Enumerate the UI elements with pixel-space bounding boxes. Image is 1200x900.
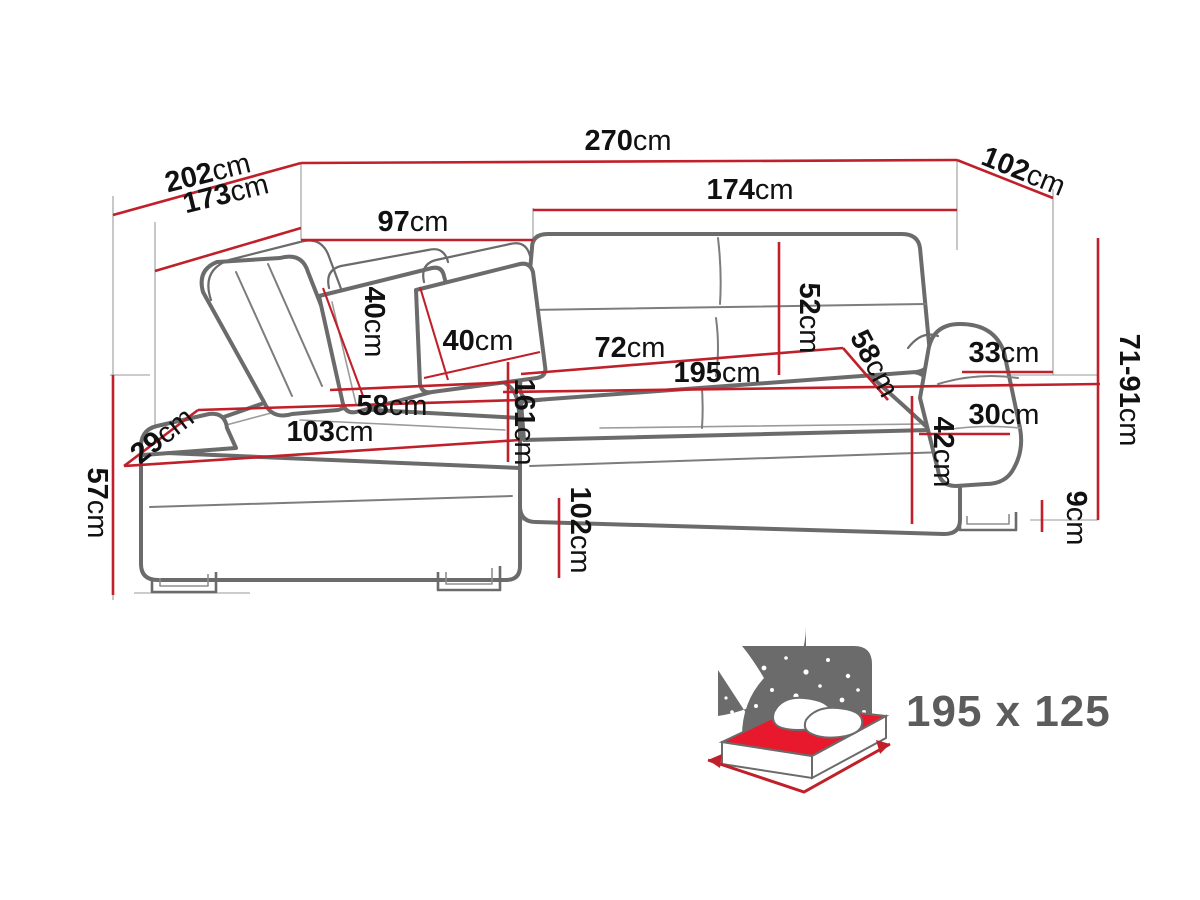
chaise-arm xyxy=(138,411,238,457)
dimension-value: 57 xyxy=(81,468,113,500)
dimension-unit: cm xyxy=(564,535,596,574)
dimension-unit: cm xyxy=(1001,399,1040,431)
dimension-unit: cm xyxy=(335,416,374,448)
dimension-label-armrest-width-right: 33cm xyxy=(969,337,1040,369)
dimension-label-armrest-height-right: 30cm xyxy=(969,399,1040,431)
dimension-unit: cm xyxy=(1113,408,1145,447)
dimension-label-cushion-a: 40cm xyxy=(358,287,390,358)
dimension-unit: cm xyxy=(722,357,761,389)
dimension-value: 270 xyxy=(584,125,632,157)
dimension-unit: cm xyxy=(1060,507,1092,546)
dimension-value: 72 xyxy=(595,332,627,364)
dimension-label-seat-height-right: 42cm xyxy=(927,417,959,488)
dimension-unit: cm xyxy=(793,315,825,354)
dimension-unit: cm xyxy=(475,325,514,357)
dimension-value: 58 xyxy=(357,390,389,422)
dimension-value: 40 xyxy=(358,287,390,319)
sofa-legs-left xyxy=(150,566,502,594)
dimension-lines xyxy=(111,158,1101,595)
dimension-label-chaise-seat-width: 103cm xyxy=(286,416,373,448)
dimension-value: 33 xyxy=(969,337,1001,369)
dimension-unit: cm xyxy=(633,125,672,157)
sofa-legs-right xyxy=(958,512,1018,532)
right-side-cushion xyxy=(906,333,940,350)
bed-dim-arrow-width xyxy=(707,742,891,794)
dimension-value: 195 xyxy=(673,357,721,389)
pillow-front xyxy=(803,706,864,739)
dimension-value: 161 xyxy=(508,378,540,426)
dimension-unit: cm xyxy=(927,449,959,488)
dimension-label-seat-depth-right: 72cm xyxy=(595,332,666,364)
dimension-unit: cm xyxy=(410,206,449,238)
dimension-label-height-total-right: 71-91cm xyxy=(1113,334,1145,447)
bed-size-label: 195 x 125 xyxy=(906,687,1111,736)
dimension-value: 97 xyxy=(378,206,410,238)
dimension-label-leg-height-right: 9cm xyxy=(1060,491,1092,546)
chaise-backrest xyxy=(207,239,354,320)
dimension-value: 71-91 xyxy=(1113,334,1145,408)
dimension-value: 102 xyxy=(564,486,596,534)
dimension-label-chaise-seat-depth: 58cm xyxy=(357,390,428,422)
dimension-label-chaise-width-top: 97cm xyxy=(378,206,449,238)
dimension-unit: cm xyxy=(1001,337,1040,369)
dimension-value: 103 xyxy=(286,416,334,448)
dimension-unit: cm xyxy=(627,332,666,364)
dimension-label-height-left-side: 57cm xyxy=(81,468,113,539)
dimension-value: 42 xyxy=(927,417,959,449)
bed-icon: 195 x 125 xyxy=(707,626,1111,794)
dimension-label-width-total-top: 270cm xyxy=(584,125,671,157)
dimension-value: 40 xyxy=(443,325,475,357)
dimension-label-chaise-depth-bottom: 102cm xyxy=(564,486,596,573)
dimension-unit: cm xyxy=(81,500,113,539)
dimension-value: 9 xyxy=(1060,491,1092,507)
sofa-illustration xyxy=(138,232,1024,594)
dimension-value: 30 xyxy=(969,399,1001,431)
right-armrest xyxy=(918,322,1024,488)
dimension-label-cushion-b: 40cm xyxy=(443,325,514,357)
dimension-unit: cm xyxy=(358,319,390,358)
dimension-unit: cm xyxy=(389,390,428,422)
dimension-label-corner-depth-diagonal: 102cm xyxy=(977,141,1070,203)
dimension-label-backrest-height: 52cm xyxy=(793,283,825,354)
dimension-value: 174 xyxy=(706,174,754,206)
dimension-unit: cm xyxy=(508,427,540,466)
throw-cushion-b xyxy=(414,261,548,395)
dimension-label-sleep-length: 195cm xyxy=(673,357,760,389)
dimension-label-seat-width-top: 174cm xyxy=(706,174,793,206)
dimension-label-sleep-width-total: 161cm xyxy=(508,378,540,465)
dimension-unit: cm xyxy=(755,174,794,206)
dimension-value: 52 xyxy=(793,283,825,315)
